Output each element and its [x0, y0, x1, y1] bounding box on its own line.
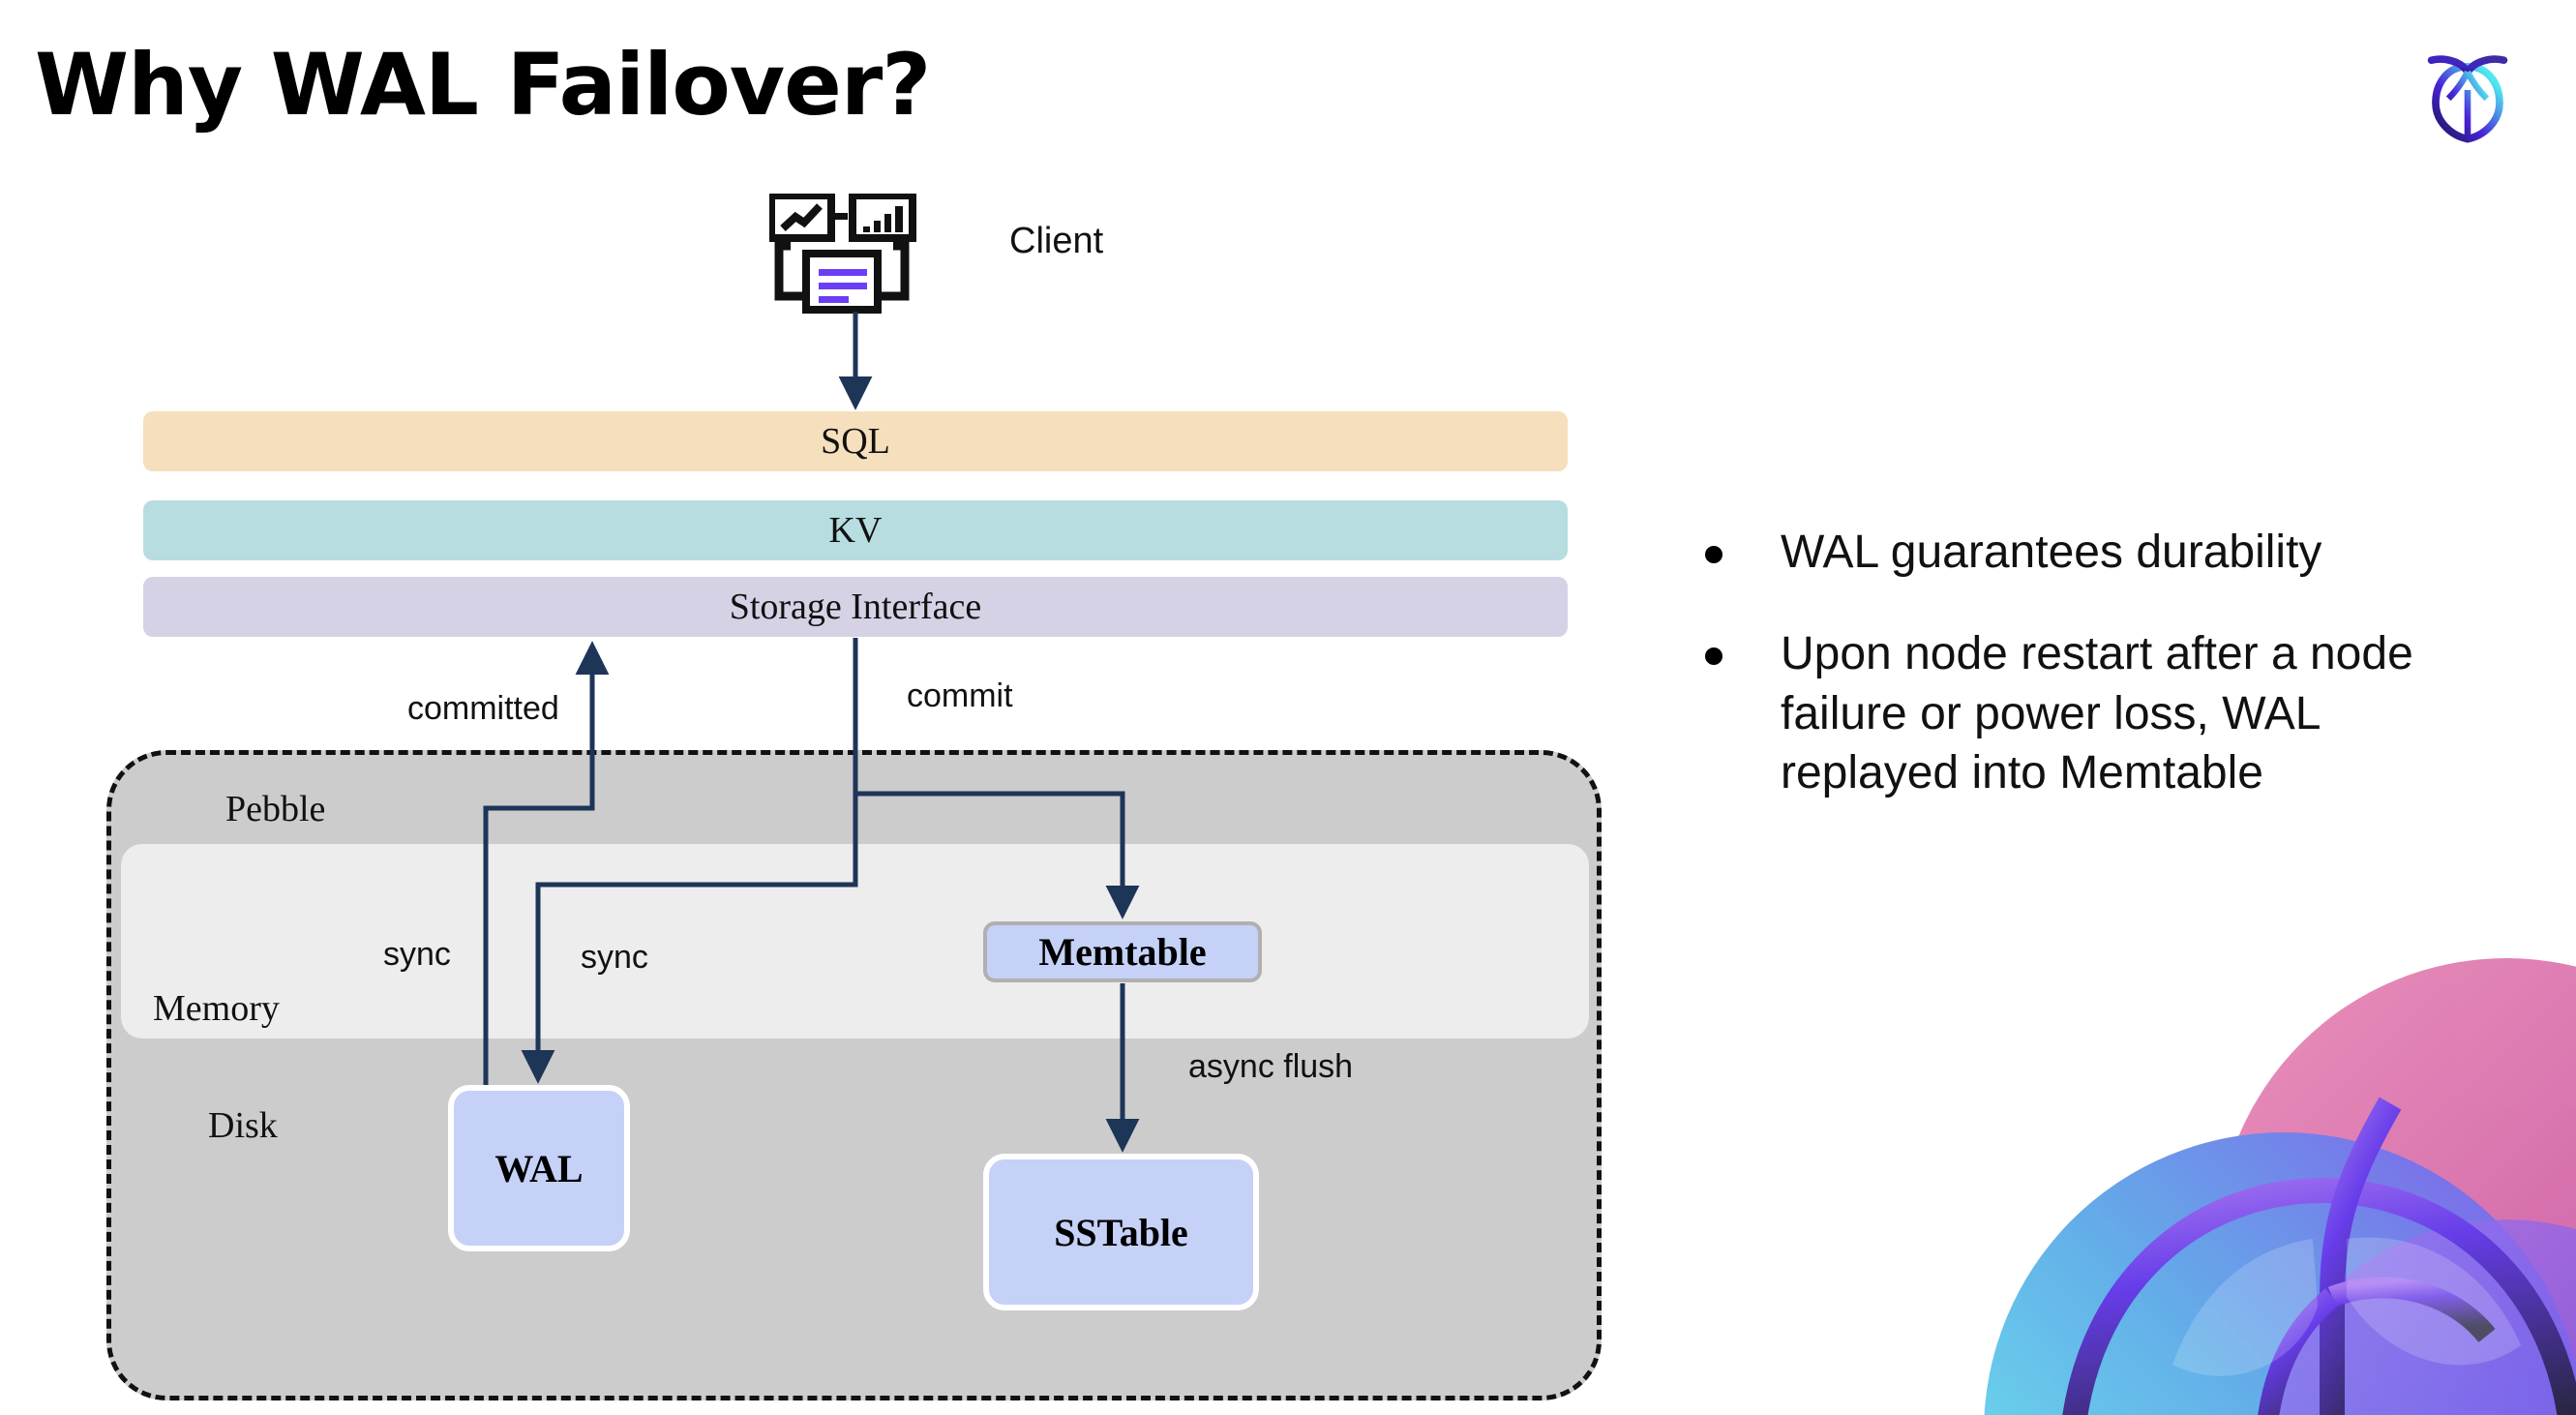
edge-label-sync-2: sync — [581, 939, 648, 976]
list-item: WAL guarantees durability — [1705, 523, 2479, 582]
bullet-dot-icon — [1705, 647, 1722, 666]
bullet-dot-icon — [1705, 546, 1722, 563]
client-monitor-icon — [767, 192, 929, 315]
sstable-label: SSTable — [1054, 1210, 1188, 1254]
cockroachdb-logo-icon — [2414, 37, 2521, 143]
layer-bar-sql: SQL — [143, 411, 1568, 471]
edge-label-async-flush: async flush — [1188, 1048, 1354, 1085]
layer-label-storage: Storage Interface — [729, 587, 982, 627]
wal-box: WAL — [448, 1085, 630, 1251]
layer-label-sql: SQL — [821, 421, 890, 462]
disk-label: Disk — [208, 1105, 278, 1146]
layer-bar-storage: Storage Interface — [143, 577, 1568, 637]
decorative-logo-artwork — [1964, 929, 2576, 1415]
client-label: Client — [1009, 221, 1104, 261]
sstable-box: SSTable — [983, 1154, 1259, 1310]
memory-zone — [121, 844, 1589, 1039]
bullet-list: WAL guarantees durability Upon node rest… — [1705, 523, 2479, 846]
memtable-box: Memtable — [983, 921, 1262, 982]
pebble-label: Pebble — [225, 789, 326, 829]
edge-label-sync-1: sync — [383, 936, 451, 973]
edge-label-commit: commit — [907, 677, 1013, 714]
page-title: Why WAL Failover? — [35, 35, 931, 135]
wal-label: WAL — [494, 1146, 584, 1190]
memtable-label: Memtable — [1038, 930, 1207, 974]
edge-label-committed: committed — [407, 690, 559, 727]
bullet-text: WAL guarantees durability — [1781, 527, 2322, 578]
bullet-text: Upon node restart after a node failure o… — [1781, 628, 2413, 799]
layer-label-kv: KV — [828, 510, 883, 551]
list-item: Upon node restart after a node failure o… — [1705, 624, 2479, 802]
memory-label: Memory — [153, 988, 280, 1029]
layer-bar-kv: KV — [143, 500, 1568, 560]
